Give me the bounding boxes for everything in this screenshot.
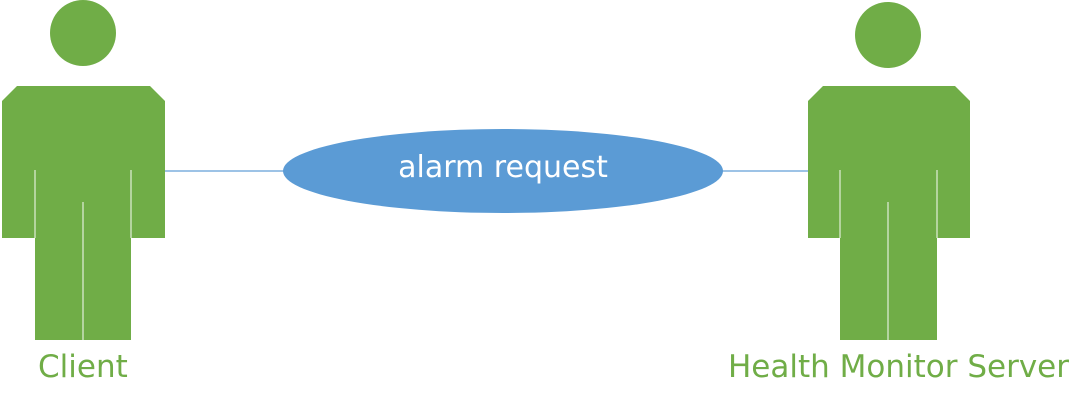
client-actor-head <box>50 0 116 66</box>
server-actor-label: Health Monitor Server <box>728 349 1069 385</box>
use-case-ellipse <box>283 129 723 213</box>
use-case-label: alarm request <box>398 150 608 185</box>
server-actor-head <box>855 2 921 68</box>
server-actor-icon <box>808 2 970 340</box>
client-actor-label: Client <box>38 349 128 385</box>
client-actor-icon <box>2 0 165 340</box>
server-actor-body <box>808 86 970 340</box>
